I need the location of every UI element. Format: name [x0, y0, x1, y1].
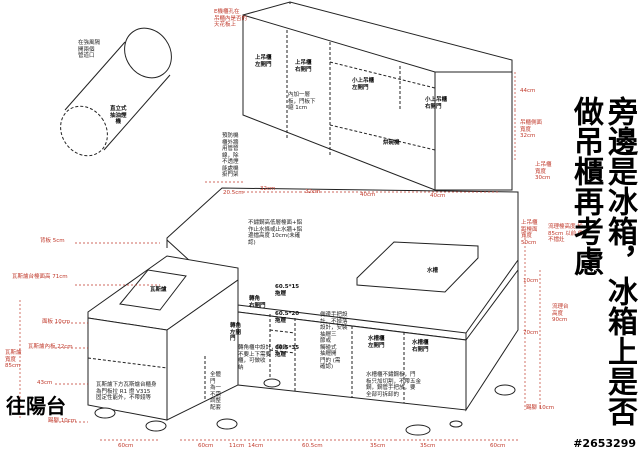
right-h10: 10cm	[523, 278, 539, 284]
side-dims-note: 全體 門 為一 不需 調整 配套	[210, 372, 222, 411]
upper-height-note: E機櫃孔在 吊櫃內是否的 天花板上	[214, 9, 248, 28]
right-h70: 70cm	[523, 330, 539, 336]
upper-hood-label: 烘碗機	[383, 140, 400, 146]
wheel	[216, 418, 238, 430]
corner-note: 轉角櫃中設計，轉角 不要上下需要 櫃，可做收 納	[238, 345, 288, 371]
bottom-dim-4: 14cm	[248, 443, 264, 449]
counter-height-label: 瓦斯爐台檯面高 71cm	[12, 274, 68, 280]
side-note-title: 旁邊是冰箱，冰箱上是否做吊櫃再考慮	[568, 96, 637, 426]
upper-left-door-right: 上吊櫃 右開門	[295, 60, 312, 73]
upper-side-depth2: 上吊櫃 寬度 30cm	[535, 162, 552, 181]
wheel	[449, 420, 463, 428]
total-height-label: 瓦斯爐 寬度 85cm	[5, 350, 22, 369]
hood-cylinder	[60, 27, 172, 157]
toward-balcony-label: 往陽台	[6, 394, 66, 418]
stove-cabinet-front	[87, 317, 168, 421]
upper-left-door-left: 上吊櫃 左開門	[255, 55, 272, 68]
middle-note: 預防機 櫃外牆 用管管 線，除 不透煙 能處機 掛門架	[222, 133, 239, 178]
bottom-dim-1: 60cm	[118, 443, 134, 449]
stove-label: 瓦斯爐	[150, 287, 167, 293]
hood-label: 直立式 抽油煙 機	[110, 106, 127, 125]
counter-top	[166, 187, 519, 334]
upper-h44: 44cm	[520, 88, 536, 94]
wheel	[263, 378, 281, 388]
corner-right-label: 轉角 右開門	[249, 296, 266, 309]
wheel	[405, 424, 431, 436]
corner-left-label: 轉角 左開 門	[230, 323, 242, 342]
sink-door-right: 水槽櫃 右開門	[412, 340, 429, 353]
bottom-dim-8: 60cm	[490, 443, 506, 449]
stove-top	[119, 269, 187, 311]
drawer-2: 60.5*20 拖屜	[275, 311, 300, 324]
drawer-3: 60.5*35 拖屜	[275, 345, 300, 358]
right-leg: 踢腳 10cm	[526, 405, 555, 411]
wheel	[94, 407, 116, 419]
dimension-lines	[19, 72, 541, 441]
stove-cabinet-side	[166, 279, 239, 421]
hood-note: 在強風隔 開兩個 管道口	[78, 40, 101, 59]
bottom-dim-3: 11cm	[229, 443, 245, 449]
front-board-label: 面板 10cm	[42, 319, 71, 325]
photo-id-label: #2653299	[573, 437, 636, 450]
sink-door-left: 水槽櫃 左開門	[368, 336, 385, 349]
upper-small-left: 小上吊櫃 左開門	[352, 78, 375, 91]
stove-cabinet-note: 瓦斯爐下方瓦斯爐台櫃身 為門板拉 R1 燈 V315 固定性能外，不帶錢等	[96, 382, 157, 401]
bottom-dim-5: 60.5cm	[302, 443, 323, 449]
sink-note: 水槽櫃不鏽鋼板，門 板只加切割，不帶五金 鋼，鋼管手把放，要 全部可拆卸的	[366, 372, 422, 398]
upper-w20: 20.5cm	[223, 190, 244, 196]
upper-w40a: 40cm	[360, 192, 376, 198]
upper-w40b: 40cm	[430, 193, 446, 199]
upper-small-right: 小上吊櫃 右開門	[425, 97, 448, 110]
drawer-1: 60.5*15 拖屜	[275, 284, 300, 297]
drawer-note: 側邊手把設 計，不掉落 設計，安裝 抽屜三 節或 觸碰式 抽屜開 門的 (需 確…	[320, 312, 348, 370]
right-total: 流理台 高度 90cm	[552, 304, 569, 323]
sink-basin	[356, 241, 479, 293]
leg-label: 踢腳 10cm	[48, 418, 77, 424]
upper-w32a: 32cm	[260, 186, 276, 192]
sink-label: 水槽	[427, 268, 439, 274]
bottom-dim-7: 35cm	[420, 443, 436, 449]
bottom-dim-6: 35cm	[370, 443, 386, 449]
upper-side-depth: 吊櫃側面 寬度 32cm	[520, 120, 543, 139]
inner-height-label: 瓦斯爐內板 22cm	[28, 344, 73, 350]
upper-w32b: 32cm	[305, 189, 321, 195]
right-note2: 流理檯高度 於 85cm 以前 做不擋灶	[548, 224, 584, 243]
backsplash-label: 背板 5cm	[40, 238, 65, 244]
counter-top-note: 不鏽鋼高低層檯面+鋁 作止水條或止水牆+鋁 邊擋高度 10cm(未確 認)	[248, 220, 303, 246]
upper-shelf-note: 內加一層 板，門板下 縮 1cm	[288, 92, 316, 111]
right-note: 上吊櫃 距檯面 寬度 50cm	[521, 220, 538, 246]
h43-label: 43cm	[37, 380, 53, 386]
wheel	[494, 384, 516, 396]
wheel	[145, 420, 167, 432]
upper-cabinet-front	[242, 14, 513, 191]
bottom-dim-2: 60cm	[198, 443, 214, 449]
